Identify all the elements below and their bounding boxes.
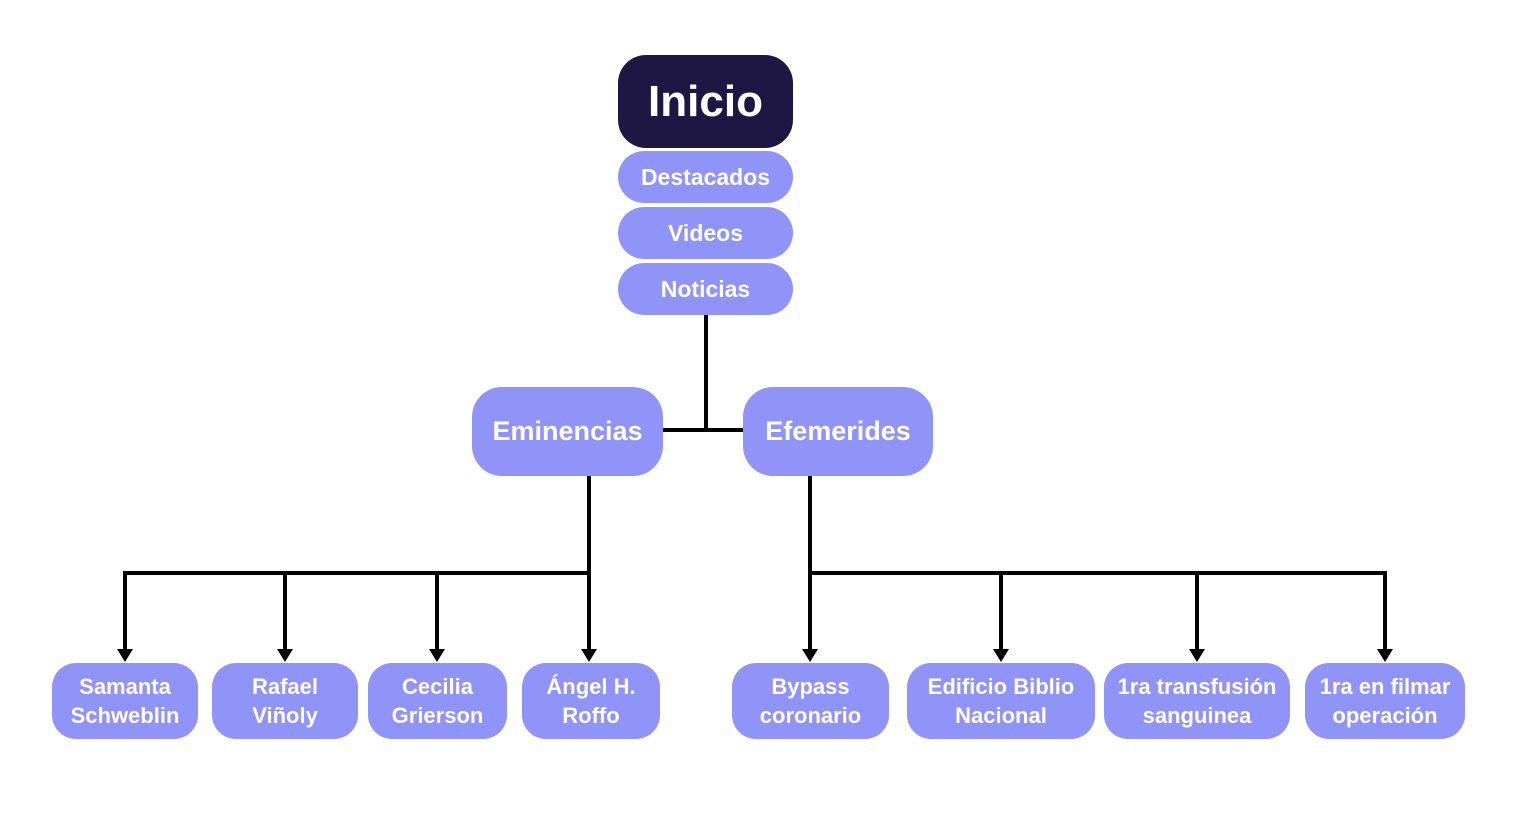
arrow-cecilia-grierson — [429, 571, 445, 662]
leaf-label-line: 1ra en filmar — [1319, 674, 1451, 699]
leaf-label-line: Samanta — [79, 674, 171, 699]
leaf-label-line: Bypass — [771, 674, 850, 699]
node-rafael-vinoly: Rafael Viñoly — [212, 663, 358, 739]
node-destacados: Destacados — [618, 151, 793, 203]
leaf-label-line: coronario — [759, 703, 862, 728]
leaf-label-line: sanguinea — [1142, 703, 1252, 728]
node-samanta-schweblin: Samanta Schweblin — [52, 663, 198, 739]
arrow-angel-roffo — [581, 571, 597, 662]
leaf-label-line: 1ra transfusión — [1117, 674, 1277, 699]
node-eminencias: Eminencias — [472, 387, 663, 476]
node-efemerides: Efemerides — [743, 387, 933, 476]
node-inicio: Inicio — [618, 55, 793, 148]
arrow-filmar-operacion — [1377, 571, 1393, 662]
arrow-samanta-schweblin — [117, 571, 133, 662]
leaf-label-line: Ángel H. — [546, 674, 636, 699]
node-noticias: Noticias — [618, 263, 793, 315]
leaf-label-line: Grierson — [391, 703, 484, 728]
node-edificio-biblio-nacional: Edificio Biblio Nacional — [907, 663, 1095, 739]
node-angel-roffo: Ángel H. Roffo — [522, 663, 660, 739]
leaf-label-line: Roffo — [562, 703, 620, 728]
node-filmar-operacion: 1ra en filmar operación — [1305, 663, 1465, 739]
leaf-label-line: Nacional — [955, 703, 1047, 728]
node-bypass-coronario: Bypass coronario — [732, 663, 889, 739]
node-videos: Videos — [618, 207, 793, 259]
arrow-edificio-biblio — [993, 571, 1009, 662]
leaf-label-line: Cecilia — [402, 674, 473, 699]
node-transfusion-sanguinea: 1ra transfusión sanguinea — [1104, 663, 1290, 739]
arrow-bypass-coronario — [802, 571, 818, 662]
leaf-label-line: Schweblin — [70, 703, 180, 728]
arrow-rafael-vinoly — [277, 571, 293, 662]
leaf-label-line: Viñoly — [252, 703, 318, 728]
leaf-label-line: operación — [1332, 703, 1438, 728]
leaf-label-line: Rafael — [251, 674, 319, 699]
leaf-label-line: Edificio Biblio — [927, 674, 1075, 699]
node-cecilia-grierson: Cecilia Grierson — [368, 663, 507, 739]
arrow-transfusion-sanguinea — [1189, 571, 1205, 662]
